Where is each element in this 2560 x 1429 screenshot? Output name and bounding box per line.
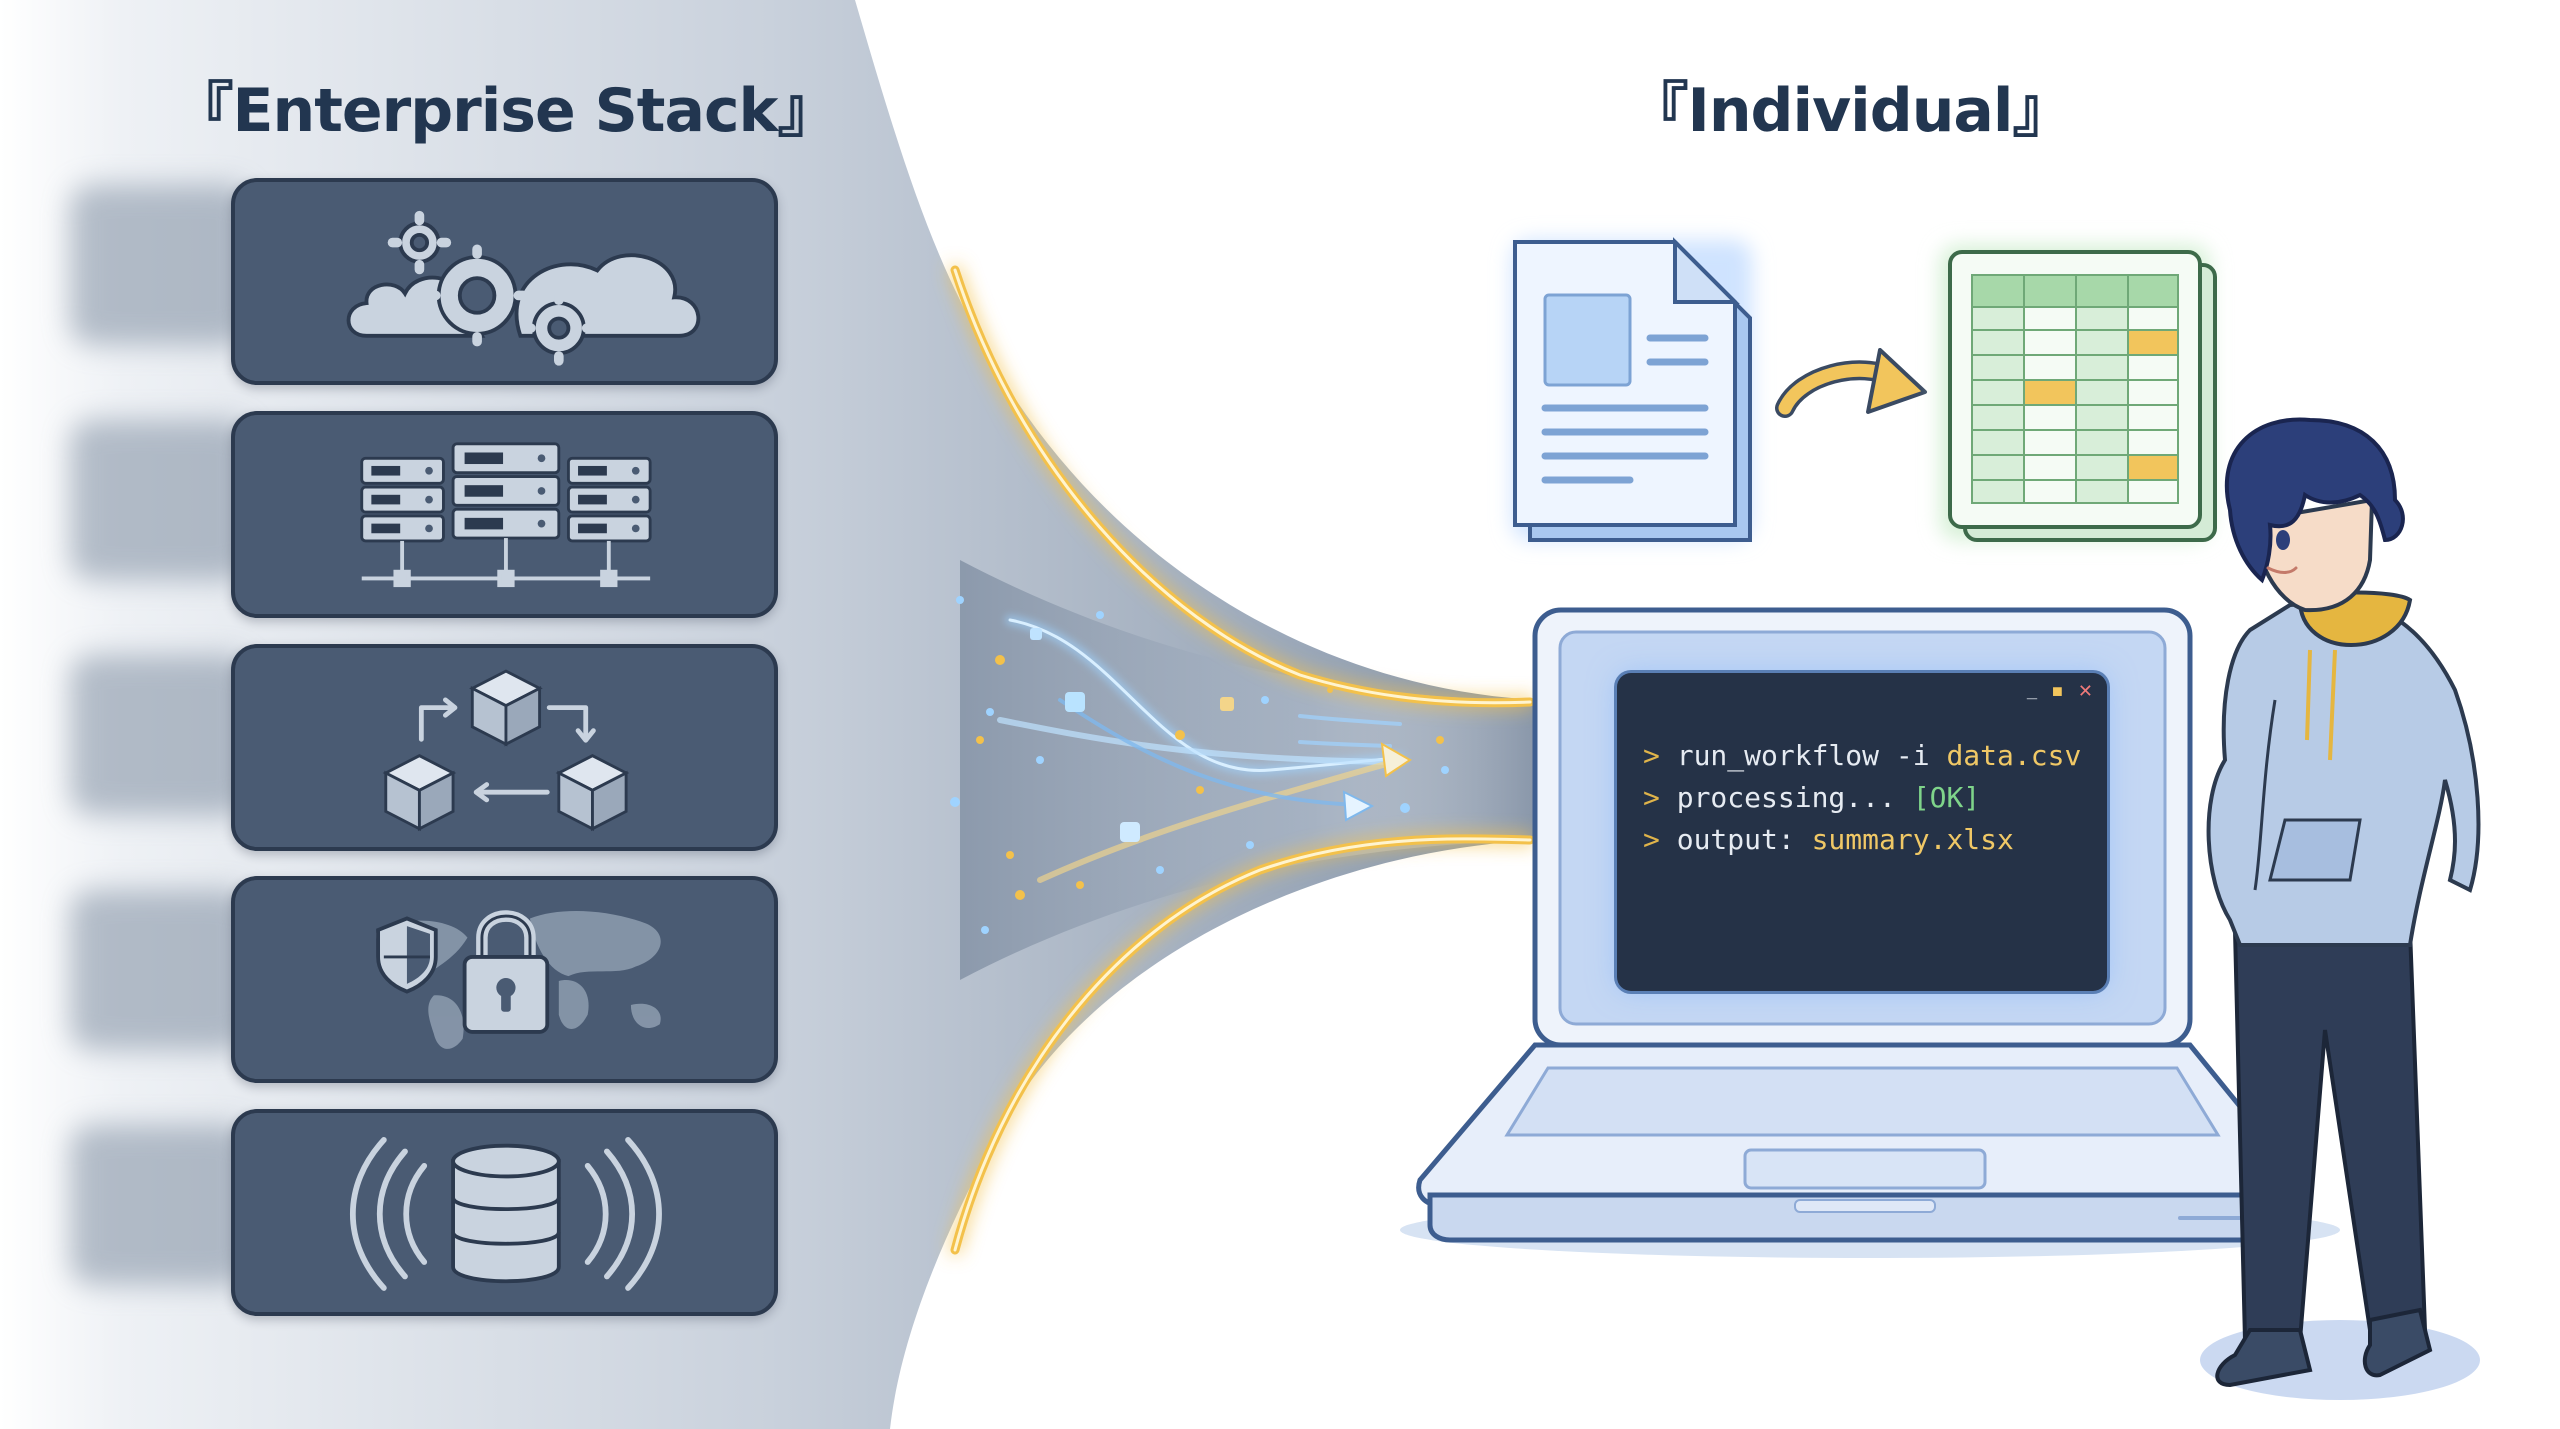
minimize-icon[interactable]: _	[2026, 681, 2037, 701]
stream-arrowheads	[1342, 742, 1412, 822]
individual-title: 『Individual』	[1628, 76, 2073, 146]
lower-glow-core	[953, 837, 1532, 1252]
close-icon[interactable]: ✕	[2077, 681, 2093, 701]
ghost-card	[70, 420, 250, 580]
upper-glow-core	[953, 268, 1532, 705]
workflow-cubes-icon	[382, 669, 630, 832]
terminal-line: > run_workflow -i data.csv	[1643, 735, 2081, 777]
database-signal-icon	[349, 1137, 662, 1291]
terminal-command: processing...	[1676, 781, 1913, 814]
terminal-output: > run_workflow -i data.csv > processing.…	[1643, 735, 2081, 861]
ghost-card	[70, 655, 250, 815]
enterprise-card-servers	[231, 411, 778, 618]
security-lock-map-icon	[376, 910, 661, 1049]
enterprise-card-cloud	[231, 178, 778, 385]
terminal-window: _ ■ ✕ > run_workflow -i data.csv > proce…	[1617, 673, 2107, 991]
terminal-command: run_workflow -i	[1676, 739, 1947, 772]
terminal-prompt: >	[1643, 739, 1660, 772]
terminal-status: [OK]	[1912, 781, 1981, 814]
enterprise-card-workflow	[231, 644, 778, 851]
ghost-card	[70, 890, 250, 1050]
cloud-gears-icon	[346, 210, 701, 366]
enterprise-stack-title: 『Enterprise Stack』	[173, 76, 838, 146]
terminal-prompt: >	[1643, 823, 1660, 856]
spreadsheet-icon	[1940, 245, 2217, 542]
curved-arrow-icon	[1775, 348, 1927, 418]
terminal-argument: summary.xlsx	[1811, 823, 2014, 856]
ghost-card	[70, 185, 250, 345]
terminal-line: > output: summary.xlsx	[1643, 819, 2081, 861]
document-icon	[1512, 237, 1752, 542]
maximize-icon[interactable]: ■	[2052, 681, 2063, 701]
terminal-prompt: >	[1643, 781, 1660, 814]
terminal-command: output:	[1676, 823, 1812, 856]
enterprise-card-security	[231, 876, 778, 1083]
data-stream	[997, 615, 1405, 883]
stream-particles	[950, 596, 1449, 934]
terminal-line: > processing... [OK]	[1643, 777, 2081, 819]
ghost-card	[70, 1125, 250, 1285]
person-in-hoodie-icon	[2200, 417, 2481, 1400]
terminal-controls: _ ■ ✕	[2017, 681, 2093, 702]
server-rack-icon	[360, 442, 652, 588]
enterprise-card-database	[231, 1109, 778, 1316]
terminal-argument: data.csv	[1946, 739, 2082, 772]
